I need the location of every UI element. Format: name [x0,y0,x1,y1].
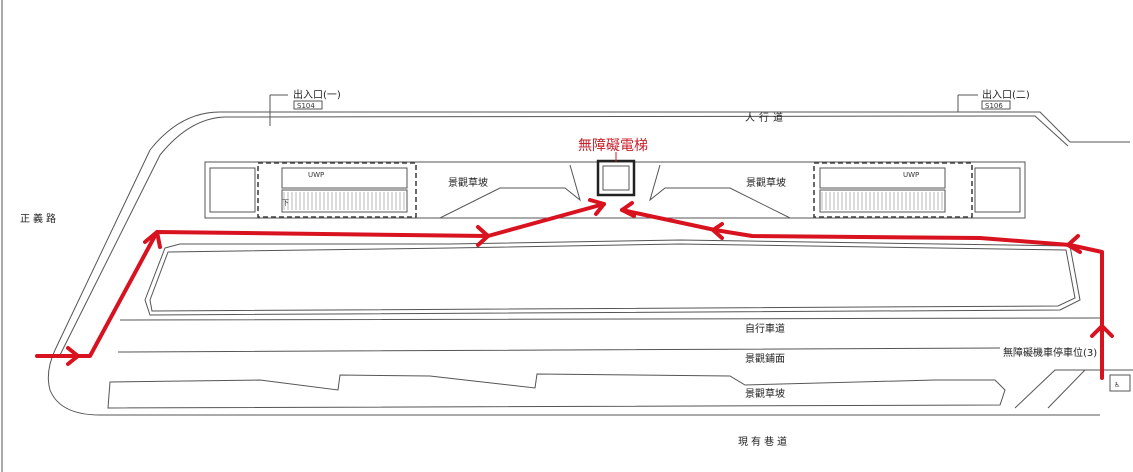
accessible-parking-label: 無障礙機車停車位(3) [1003,346,1097,359]
central-planter [144,239,1081,316]
uwp-label-left: UWP [308,171,324,179]
site-boundary [47,111,1130,416]
route-left [35,202,606,358]
parking-bay [1014,369,1133,409]
escalator-left [209,167,408,213]
stair-treads [283,192,943,210]
uwp-label-right: UWP [903,171,919,179]
route-arrow-icon [588,198,606,216]
route-arrow-icon [620,201,636,218]
sidewalk-edge [59,115,1069,356]
svg-text:♿: ♿ [1114,381,1120,389]
stair-right [813,162,973,218]
accessible-route [35,198,1114,380]
entrance-2-code: S106 [985,102,1003,110]
sidewalk-label: 人行道 [745,111,787,124]
bottom-grass-slope-label: 景觀草坡 [745,387,785,400]
entrance-1-label: 出入口(一) [293,88,341,101]
elevator-label: 無障礙電梯 [578,138,648,154]
escalator-right [819,167,1021,213]
route-arrow-icon [66,346,80,366]
existing-lane-label: 現有巷道 [738,435,790,448]
entrance-2-label: 出入口(二) [982,88,1030,101]
route-arrow-icon [143,230,162,249]
grass-slope-left-label: 景觀草坡 [448,176,488,189]
route-arrow-icon [1066,234,1082,254]
route-arrow-icon [1090,324,1114,338]
ramp-outline [420,164,810,219]
wheelchair-icon [1109,374,1131,392]
entrance-1-code: S104 [297,102,315,110]
route-arrow-icon [711,222,724,240]
route-arrow-icon [476,225,490,247]
entrance-2-leader [957,94,978,112]
paving-label: 景觀鋪面 [745,352,785,365]
stair-left [257,162,417,218]
entrance-1-leader [269,94,288,126]
bottom-grass-slope [107,373,1006,409]
bike-lane-label: 自行車道 [745,322,785,335]
road-label: 正義路 [20,212,59,225]
down-label: 下 [282,199,289,207]
bike-lane-edges [117,317,1101,353]
grass-slope-right-label: 景觀草坡 [746,176,786,189]
